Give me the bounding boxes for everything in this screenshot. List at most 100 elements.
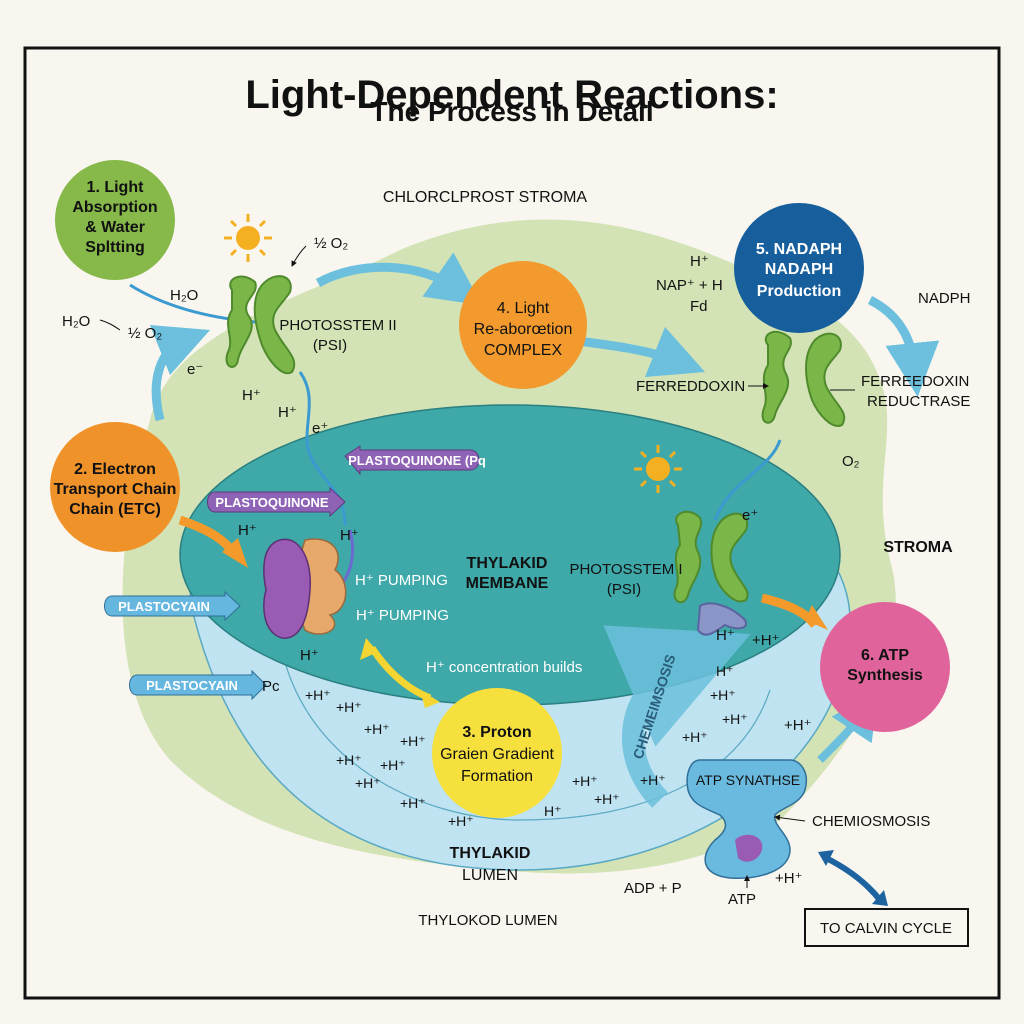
step-5-circle: 5. NADAPH NADAPH Production: [734, 203, 864, 333]
page-title: Light-Dependent Reactions:: [245, 73, 778, 117]
ferredoxin-reductase-protein-icon: [761, 330, 846, 427]
h2o-ps2-label: H₂O: [170, 287, 198, 304]
e-minus-left-label: e⁻: [187, 361, 203, 378]
plastocyain-1-label: PLASTOCYAIN: [118, 599, 210, 614]
step-1-circle: 1. Light Absorption & Water Spltting: [55, 160, 175, 280]
plastocyain-pill-1: PLASTOCYAIN: [104, 590, 241, 622]
proton-label: +H⁺: [594, 791, 620, 807]
h-pumping-1-label: H⁺ PUMPING: [355, 572, 448, 589]
protons-right-group: H⁺+H⁺+H⁺+H⁺+H⁺: [640, 663, 748, 788]
step-1-line-2: Absorption: [72, 199, 157, 216]
h-plus-cyt-a-label: H⁺: [238, 522, 257, 539]
step-2-circle: 2. Electron Transport Chain Chain (ETC): [50, 422, 180, 552]
proton-label: +H⁺: [682, 729, 708, 745]
to-calvin-cycle-box[interactable]: TO CALVIN CYCLE: [804, 908, 969, 947]
atp-label: ATP: [728, 891, 756, 908]
photosystem-ii-label: PHOTOSSTEM II: [279, 317, 396, 334]
proton-label: +H⁺: [355, 775, 381, 791]
plastoquinone-pill: PLASTOQUINONE: [207, 486, 346, 518]
stroma-label: STROMA: [883, 539, 953, 556]
step-3-line-1: 3. Proton: [462, 724, 531, 741]
h-plus-cyt-c-label: H⁺: [300, 647, 319, 664]
step-4-line-1: 4. Light: [497, 300, 550, 317]
protons-membrane-group: +H⁺+H⁺+H⁺+H⁺: [305, 687, 426, 749]
h-plus-atp-bottom-label: +H⁺: [775, 870, 803, 887]
calvin-cycle-arrow: [824, 855, 883, 902]
photosystem-i-abbr: (PSI): [607, 581, 641, 598]
step-2-line-3: Chain (ETC): [69, 501, 161, 518]
h-pumping-2-label: H⁺ PUMPING: [356, 607, 449, 624]
photosystem-i-protein-icon: [673, 510, 749, 636]
step-4-line-2: Re-aborœtion: [474, 321, 573, 338]
step-5-line-1: 5. NADAPH: [756, 241, 842, 258]
chemiosmosis-label: CHEMIOSMOSIS: [812, 813, 930, 830]
thylakoid-lumen-label-1: THYLAKID: [450, 845, 531, 862]
step-6-circle: 6. ATP Synthesis: [820, 602, 950, 732]
yellow-arrowhead-start: [360, 638, 378, 660]
step-3-line-2: Graien Gradient: [440, 746, 554, 763]
proton-label: +H⁺: [364, 721, 390, 737]
proton-label: +H⁺: [710, 687, 736, 703]
thylakoid-membrane-label-1: THYLAKID: [467, 555, 548, 572]
chemiosmosis-arc-arrow: [603, 625, 751, 808]
step-3-circle: 3. Proton Graien Gradient Formation: [432, 688, 562, 818]
h2o-left-label: H₂O: [62, 313, 90, 330]
ferredoxin-label: FERREDDOXIN: [636, 378, 745, 395]
h-concentration-label: H⁺ concentration builds: [426, 659, 582, 676]
step-1-line-3: & Water: [85, 219, 145, 236]
atp-synthase-icon: ATP SYNATHSE: [686, 759, 807, 879]
calvin-arrowhead-start: [818, 850, 834, 866]
h-plus-ps2-b-label: H⁺: [278, 404, 297, 421]
chloroplast-stroma-label: CHLORCLPROST STROMA: [383, 189, 588, 206]
h2o-o2-connector: [99, 319, 121, 331]
o2-right-label: O₂: [842, 453, 860, 470]
plastoquinone-pq-pill: PLASTOQUINONE (Pq: [344, 445, 486, 476]
protons-lumen-group: +H⁺+H⁺+H⁺+H⁺+H⁺+H⁺H⁺+H⁺: [336, 752, 620, 829]
thylakoid-membrane-label-2: MEMBANE: [466, 575, 549, 592]
proton-label: +H⁺: [640, 772, 666, 788]
nadph-output-arrow: [867, 295, 940, 397]
step-6-line-2: Synthesis: [847, 667, 923, 684]
h-plus-ps2-a-label: H⁺: [242, 387, 261, 404]
electron-to-ps1-line: [713, 439, 782, 521]
step-2-line-2: Transport Chain: [54, 481, 177, 498]
step2-arrowhead: [222, 538, 248, 568]
step-4-circle: 4. Light Re-aborœtion COMPLEX: [459, 261, 587, 389]
h-plus-atp-top-label: +H⁺: [784, 717, 812, 734]
ps2-to-step4-arrow: [315, 252, 483, 306]
proton-label: +H⁺: [305, 687, 331, 703]
yellow-arrowhead-end: [420, 690, 440, 708]
ferredoxin-reductase-label-1: FERREEDOXIN: [861, 373, 969, 390]
proton-label: +H⁺: [400, 733, 426, 749]
step1-step2-arrow: [149, 324, 211, 422]
to-calvin-cycle-label: TO CALVIN CYCLE: [820, 920, 952, 937]
proton-label: H⁺: [716, 663, 734, 679]
step-1-line-1: 1. Light: [87, 179, 145, 196]
e-minus-mid-label: e⁺: [312, 420, 328, 437]
plastoquinone-pq-label: PLASTOQUINONE (Pq: [348, 453, 486, 468]
fd-label: Fd: [690, 298, 708, 315]
step-3-line-3: Formation: [461, 768, 533, 785]
h-plus-nadp-label: H⁺: [690, 253, 709, 270]
ps1-step6-arrowhead: [805, 605, 828, 630]
nadph-label: NADPH: [918, 290, 971, 307]
step-6-line-1: 6. ATP: [861, 647, 909, 664]
cytochrome-complex-icon: [263, 538, 347, 639]
thylakoid-lumen-label-2: LUMEN: [462, 867, 518, 884]
h-plus-cyt-b-label: H⁺: [340, 527, 359, 544]
proton-label: +H⁺: [572, 773, 598, 789]
proton-label: +H⁺: [380, 757, 406, 773]
ferredoxin-reductase-label-2: REDUCTRASE: [867, 393, 970, 410]
proton-label: +H⁺: [448, 813, 474, 829]
calvin-arrowhead-end: [872, 890, 888, 906]
step-4-line-3: COMPLEX: [484, 342, 563, 359]
h-ps1-b-label: +H⁺: [752, 632, 780, 649]
atp-synthase-label: ATP SYNATHSE: [696, 772, 800, 788]
page-subtitle: The Process in Detail: [370, 96, 653, 127]
plastocyain-2-label: PLASTOCYAIN: [146, 678, 238, 693]
sun-icon-ps1: [634, 445, 682, 493]
photosystem-i-label: PHOTOSSTEM I: [569, 561, 682, 578]
proton-label: +H⁺: [336, 752, 362, 768]
proton-label: +H⁺: [336, 699, 362, 715]
